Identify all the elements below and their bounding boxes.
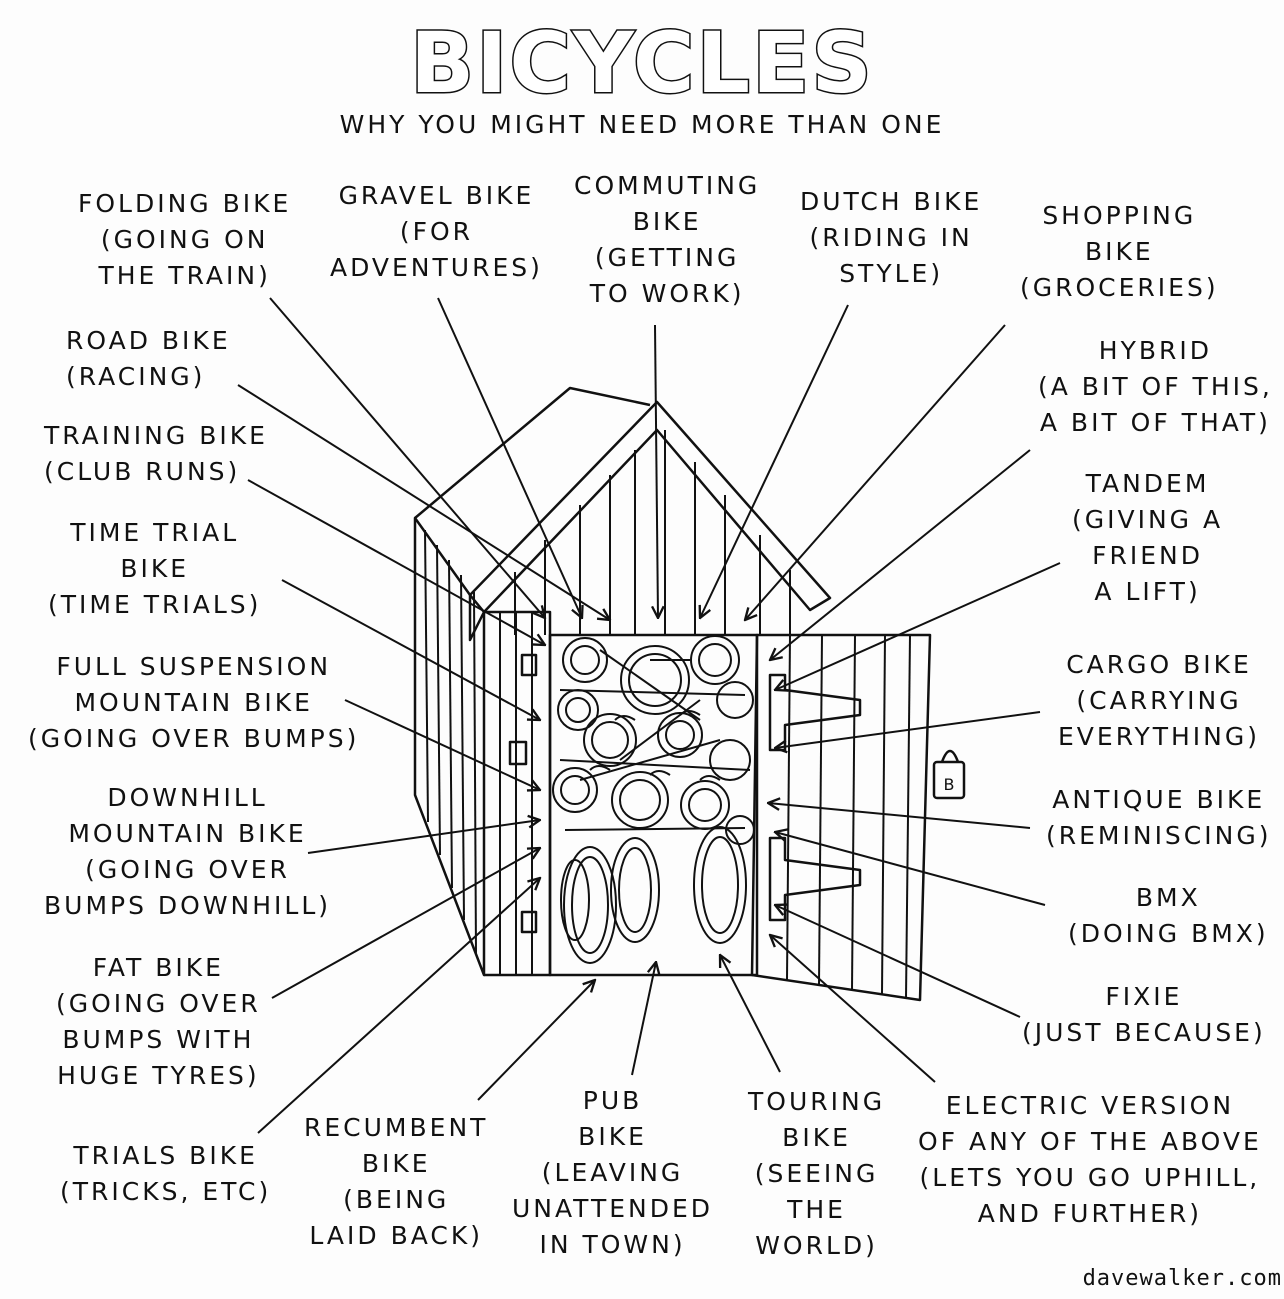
label-arrows [237, 297, 1061, 1134]
label-fixie: FIXIE(JUST BECAUSE) [1022, 982, 1266, 1047]
label-bmx: BMX(DOING BMX) [1068, 883, 1269, 948]
arrow-pub [631, 962, 656, 1076]
label-road-bike: ROAD BIKE(RACING) [66, 326, 231, 391]
padlock [932, 749, 966, 800]
arrow-road [237, 384, 610, 620]
bicycle-pile [552, 635, 755, 964]
arrow-electric [770, 935, 936, 1083]
right-door-brace-bottom [768, 836, 862, 922]
arrow-dutch [700, 304, 849, 618]
arrow-fullsus [344, 699, 540, 790]
shed-left-door-planks [499, 612, 533, 975]
arrow-fixie [775, 905, 1021, 1018]
left-door-hinge-bottom [520, 910, 538, 934]
arrow-training [247, 479, 545, 645]
padlock-letter: B [944, 775, 955, 794]
arrow-folding [269, 297, 545, 618]
arrow-downhill [307, 820, 540, 854]
left-door-hinge-top [520, 653, 538, 677]
arrow-shopping [745, 324, 1006, 620]
arrow-hybrid [770, 449, 1031, 660]
page-title: BICYCLES [409, 13, 874, 114]
label-training-bike: TRAINING BIKE(CLUB RUNS) [44, 421, 268, 486]
shed-right-door-planks [786, 634, 911, 999]
shed-back-roof [414, 386, 651, 519]
label-hybrid: HYBRID(A BIT OF THIS,A BIT OF THAT) [1038, 336, 1273, 437]
arrow-antique [768, 803, 1031, 829]
arrow-tandem [775, 562, 1061, 690]
shed-front-roof [468, 400, 832, 614]
page-subtitle: WHY YOU MIGHT NEED MORE THAN ONE [339, 110, 945, 139]
arrow-timetrial [281, 579, 540, 720]
shed-right-door [750, 633, 932, 1002]
arrow-bmx [775, 832, 1046, 906]
label-antique-bike: ANTIQUE BIKE(REMINISCING) [1046, 785, 1272, 850]
arrow-trials [257, 878, 540, 1134]
artist-signature: davewalker.com [1082, 1266, 1282, 1291]
left-door-handle [508, 740, 528, 766]
arrow-gravel [437, 297, 582, 618]
label-trials-bike: TRIALS BIKE(TRICKS, ETC) [60, 1141, 272, 1206]
shed-front-planks [514, 430, 791, 635]
arrow-touring [720, 955, 781, 1073]
arrow-commuting [655, 324, 658, 618]
arrow-recumbent [477, 980, 595, 1101]
arrow-cargo [775, 711, 1041, 748]
arrow-fat [271, 848, 540, 999]
